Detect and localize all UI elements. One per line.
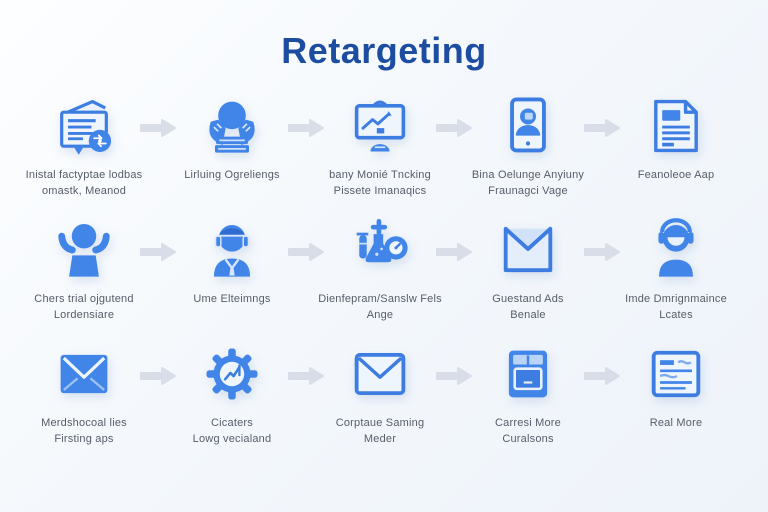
step-label: Ume Elteimngs	[193, 292, 271, 305]
step-cell: Lirluing Ogreliengs	[178, 92, 286, 200]
flow-arrow-icon	[434, 365, 474, 448]
flow-arrow-icon	[582, 365, 622, 448]
step-cell: Ume Elteimngs	[178, 216, 286, 324]
gear-chart-icon	[198, 340, 266, 408]
flow-arrow-icon	[138, 241, 178, 324]
flow-arrow-icon	[434, 241, 474, 324]
flow-arrow-icon	[286, 117, 326, 200]
monitor-tracking-icon	[346, 92, 414, 160]
envelope-icon	[346, 340, 414, 408]
step-label: Feanoleoe Aap	[637, 169, 715, 181]
solid-envelope-icon	[50, 340, 118, 408]
flow-arrow-icon	[138, 117, 178, 200]
flow-arrow-icon	[582, 241, 622, 324]
person-hands-icon	[198, 92, 266, 160]
flow-arrow-icon	[286, 365, 326, 448]
step-label: Real More	[649, 416, 703, 429]
person-celebrate-icon	[50, 216, 118, 284]
person-headset-icon	[198, 216, 266, 284]
tablet-profile-icon	[494, 92, 562, 160]
person-headphones-icon	[642, 216, 710, 284]
lab-testing-icon	[346, 216, 414, 284]
page-title: Retargeting	[281, 30, 487, 71]
step-cell: Feanoleoe Aap	[622, 92, 730, 200]
flow-arrow-icon	[582, 117, 622, 200]
open-envelope-icon	[494, 216, 562, 284]
flow-arrow-icon	[286, 241, 326, 324]
article-page-icon	[642, 92, 710, 160]
step-cell: Real More	[622, 340, 730, 448]
screen-frame-icon	[494, 340, 562, 408]
read-more-card-icon	[642, 340, 710, 408]
flow-arrow-icon	[434, 117, 474, 200]
step-label: Lirluing Ogreliengs	[184, 169, 280, 181]
flow-arrow-icon	[138, 365, 178, 448]
brochure-share-icon	[50, 92, 118, 160]
